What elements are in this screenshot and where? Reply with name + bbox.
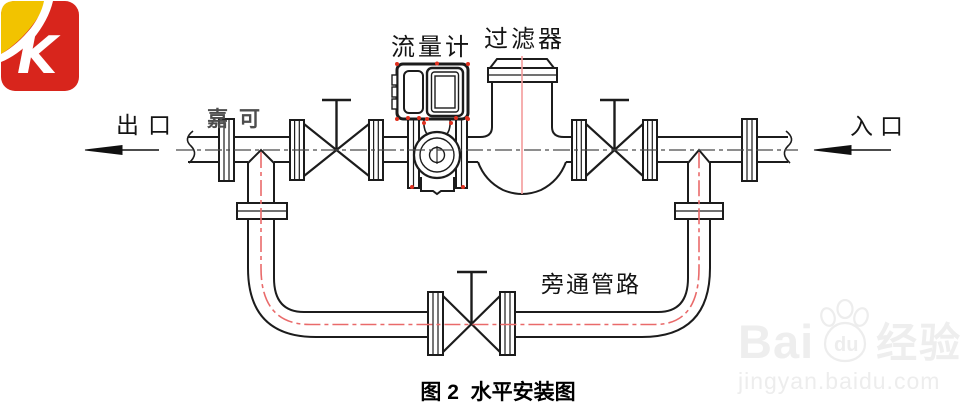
label-bypass-line: 旁通管路 bbox=[541, 272, 641, 297]
inlet-arrow bbox=[813, 145, 891, 155]
main-pipe bbox=[186, 130, 793, 164]
watermark-jingyan-text: 经验 bbox=[876, 319, 963, 366]
elbow-outer bbox=[247, 267, 317, 338]
logo-yellow-field bbox=[1, 1, 47, 54]
valve-bypass bbox=[427, 270, 516, 356]
label-inlet: 入口 bbox=[850, 114, 910, 139]
valve-bowtie bbox=[442, 295, 501, 353]
valve-outlet-side bbox=[289, 98, 384, 181]
logo-letter: K bbox=[17, 26, 61, 86]
bypass-pipe bbox=[304, 311, 658, 338]
label-filter: 过滤器 bbox=[484, 27, 565, 53]
outlet-arrow bbox=[84, 145, 159, 155]
label-flow-meter: 流量计 bbox=[391, 35, 472, 61]
meter-display-head bbox=[391, 62, 470, 121]
watermark: Bai du 经验 jingyan.baidu.com bbox=[738, 299, 962, 395]
bypass-centerline bbox=[260, 152, 700, 326]
elbow-outer bbox=[641, 267, 711, 338]
filter-body-right bbox=[551, 82, 565, 138]
label-outlet: 出口 bbox=[116, 113, 180, 138]
elbow-inner bbox=[273, 277, 305, 313]
jiake-logo-icon: K bbox=[1, 1, 79, 91]
dimension-markers bbox=[395, 61, 470, 189]
meter-screen bbox=[434, 75, 456, 109]
arrow-head bbox=[813, 145, 852, 155]
tee-chamfer bbox=[247, 148, 275, 164]
watermark-url: jingyan.baidu.com bbox=[738, 368, 941, 394]
valve-stem bbox=[457, 270, 487, 324]
figure-caption: 图 2 水平安装图 bbox=[420, 381, 576, 404]
brand-name: 嘉可 bbox=[207, 108, 271, 131]
arrow-head bbox=[84, 145, 123, 155]
meter-screen-bezel bbox=[425, 66, 465, 118]
elbow-inner bbox=[657, 277, 689, 313]
logo-swoosh bbox=[1, 1, 53, 62]
pipe-break-right-icon bbox=[783, 130, 793, 164]
valve-stem bbox=[322, 98, 351, 150]
pipe-break-left-icon bbox=[186, 130, 196, 164]
meter-base bbox=[420, 177, 455, 196]
flow-meter bbox=[391, 61, 470, 196]
left-tee-branch bbox=[236, 148, 317, 338]
baidu-paw-icon: du bbox=[820, 299, 870, 363]
meter-keypad-panel bbox=[403, 70, 424, 114]
filter-body-left bbox=[479, 82, 493, 138]
valve-inlet-side bbox=[571, 98, 658, 181]
watermark-bai-text: Bai bbox=[738, 315, 815, 368]
watermark-du-text: du bbox=[834, 334, 858, 356]
valve-stem bbox=[600, 98, 629, 150]
